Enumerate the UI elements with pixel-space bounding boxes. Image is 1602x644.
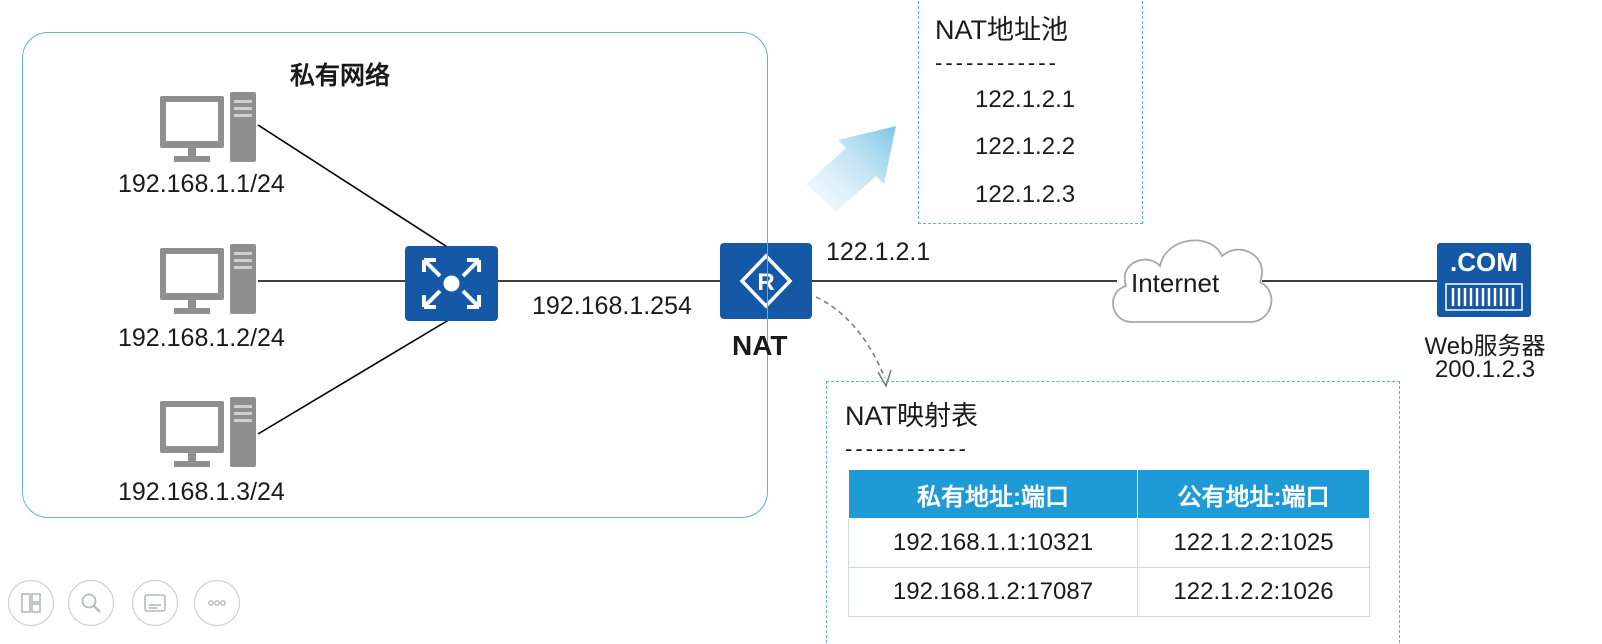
nat-router-name: NAT xyxy=(732,330,788,361)
gateway-ip: 192.168.1.254 xyxy=(532,292,692,320)
host-3-ip: 192.168.1.3/24 xyxy=(118,478,285,506)
table-cell: 122.1.2.2:1025 xyxy=(1136,518,1371,568)
switch-icon xyxy=(405,246,498,321)
table-cell: 192.168.1.1:10321 xyxy=(848,518,1138,568)
table-cell: 122.1.2.2:1026 xyxy=(1136,567,1371,617)
more-icon[interactable] xyxy=(194,580,240,626)
link-host3-switch xyxy=(257,317,453,435)
private-network-boundary xyxy=(22,32,768,518)
svg-text:R: R xyxy=(757,269,774,296)
table-header-row: 私有地址:端口 公有地址:端口 xyxy=(848,469,1371,519)
column-header-public: 公有地址:端口 xyxy=(1136,469,1371,519)
subtitle-icon[interactable] xyxy=(132,580,178,626)
nat-pool-divider: ------------ xyxy=(935,50,1059,75)
web-server-ip: 200.1.2.3 xyxy=(1434,356,1536,383)
nat-table-title: NAT映射表 xyxy=(845,401,978,431)
nat-mapping-table: 私有地址:端口 公有地址:端口 192.168.1.1:10321 122.1.… xyxy=(848,469,1371,617)
web-server-icon xyxy=(1437,243,1531,317)
nat-pool-box xyxy=(918,0,1143,224)
nat-pool-address: 122.1.2.2 xyxy=(975,133,1076,160)
cloud-icon xyxy=(1112,239,1273,323)
nat-table-box xyxy=(826,381,1400,643)
layout-icon[interactable] xyxy=(8,580,54,626)
host-2-ip: 192.168.1.2/24 xyxy=(118,324,285,352)
nat-pool-address: 122.1.2.3 xyxy=(975,181,1076,208)
host-1-ip: 192.168.1.1/24 xyxy=(118,170,285,198)
web-server-name: Web服务器 xyxy=(1424,333,1546,360)
arrow-to-table xyxy=(815,296,886,379)
internet-label: Internet xyxy=(1131,268,1220,298)
nat-table-divider: ------------ xyxy=(845,436,969,461)
link-host1-switch xyxy=(257,124,453,251)
column-header-private: 私有地址:端口 xyxy=(848,469,1138,519)
private-network-title: 私有网络 xyxy=(290,62,391,90)
search-icon[interactable] xyxy=(68,580,114,626)
arrow-to-pool xyxy=(806,126,896,212)
table-row: 192.168.1.2:17087 122.1.2.2:1026 xyxy=(848,567,1371,617)
nat-public-ip: 122.1.2.1 xyxy=(826,238,931,266)
router-icon: R xyxy=(720,243,812,319)
table-row: 192.168.1.1:10321 122.1.2.2:1025 xyxy=(848,518,1371,568)
table-cell: 192.168.1.2:17087 xyxy=(848,567,1138,617)
web-server-badge: .COM xyxy=(1450,247,1518,277)
nat-pool-title: NAT地址池 xyxy=(935,15,1068,45)
nat-pool-address: 122.1.2.1 xyxy=(975,86,1076,113)
